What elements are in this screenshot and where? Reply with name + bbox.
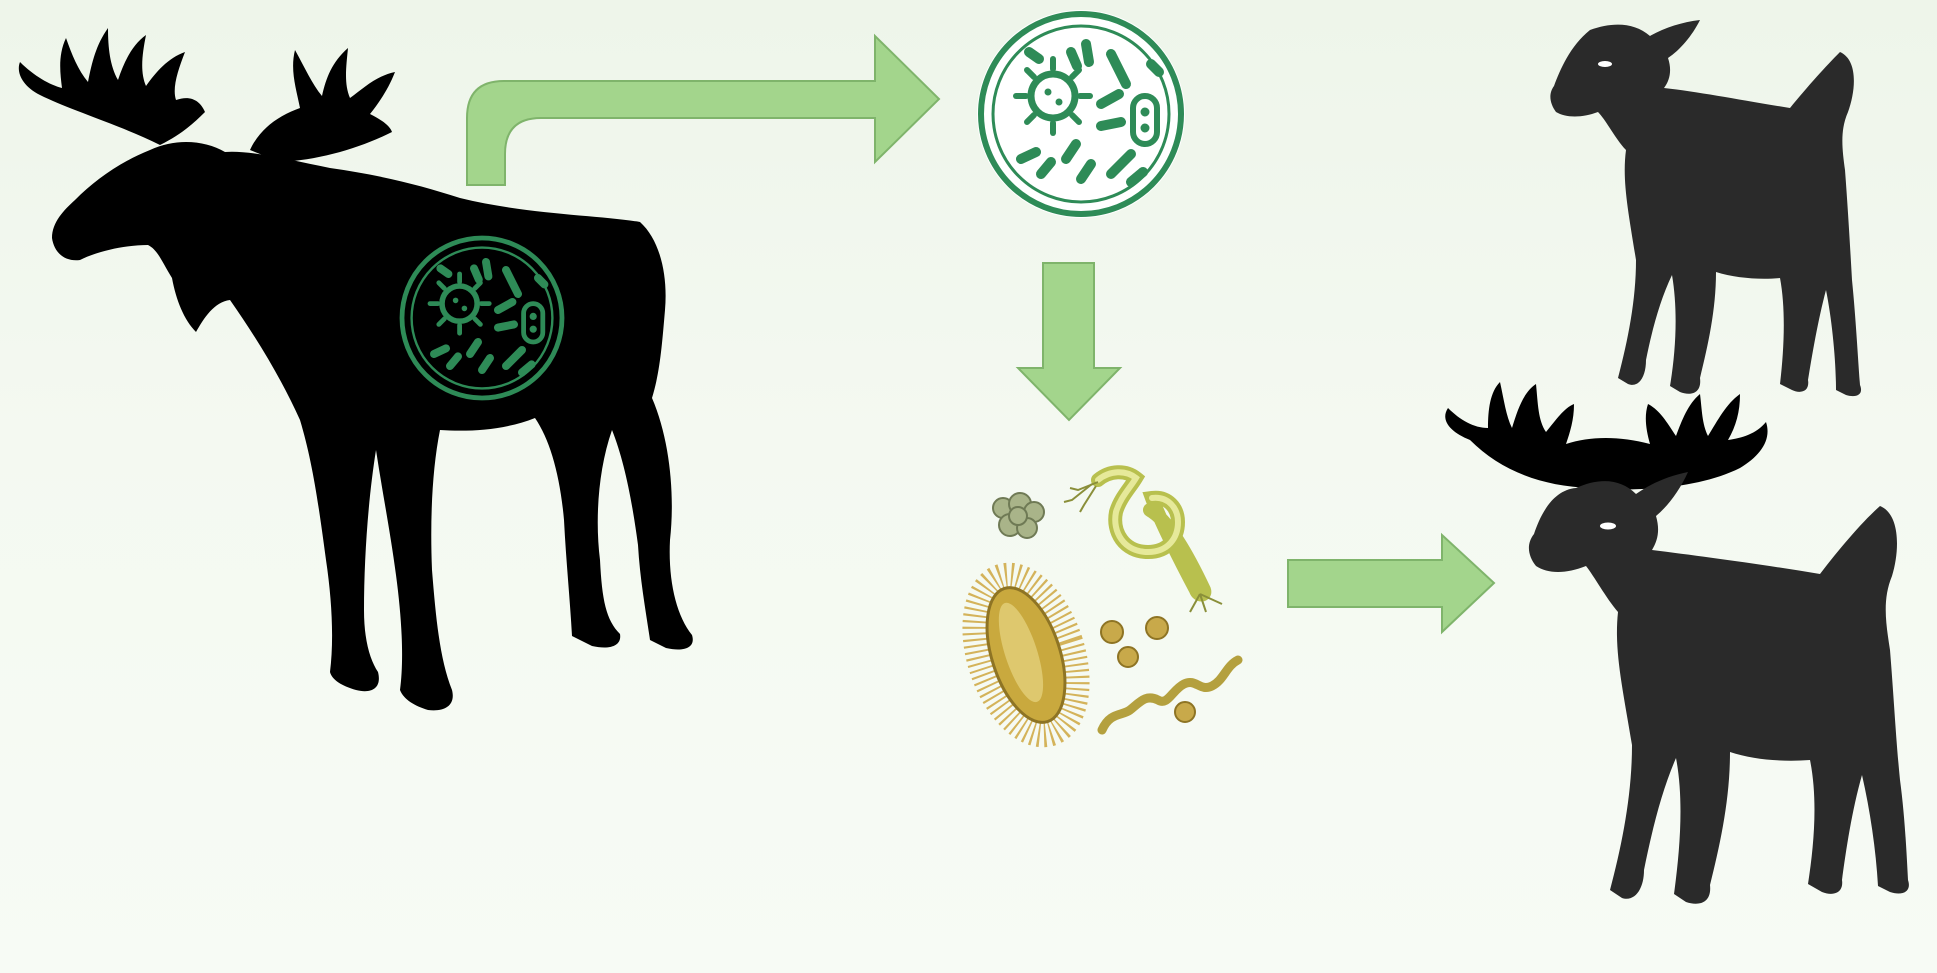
lamb-eye (1598, 61, 1612, 67)
bacillus-with-pili (957, 563, 1095, 747)
microbiome-culture-icon (977, 10, 1185, 218)
moose-antler-left (19, 28, 205, 145)
lamb-body (1550, 20, 1861, 396)
moose-silhouette (19, 28, 693, 710)
arrow-moose-to-culture (467, 36, 939, 185)
lamb-antlered-eye (1600, 523, 1616, 530)
spheres (1101, 617, 1195, 722)
transplanted-antlers (1445, 382, 1767, 489)
arrow-microbes-to-lamb (1288, 535, 1494, 632)
moose-body (52, 142, 693, 710)
microbe-collection-illustration (957, 472, 1238, 747)
cocci-cluster (993, 493, 1044, 538)
lamb-antlered-body (1529, 472, 1909, 904)
lamb-with-antlers-silhouette (1445, 382, 1909, 904)
spiral-flagellate (1064, 472, 1222, 612)
lamb-silhouette (1550, 20, 1861, 396)
moose-antler-right (250, 48, 395, 162)
arrow-culture-to-microbes (1018, 263, 1120, 420)
spirochete (1102, 660, 1238, 730)
